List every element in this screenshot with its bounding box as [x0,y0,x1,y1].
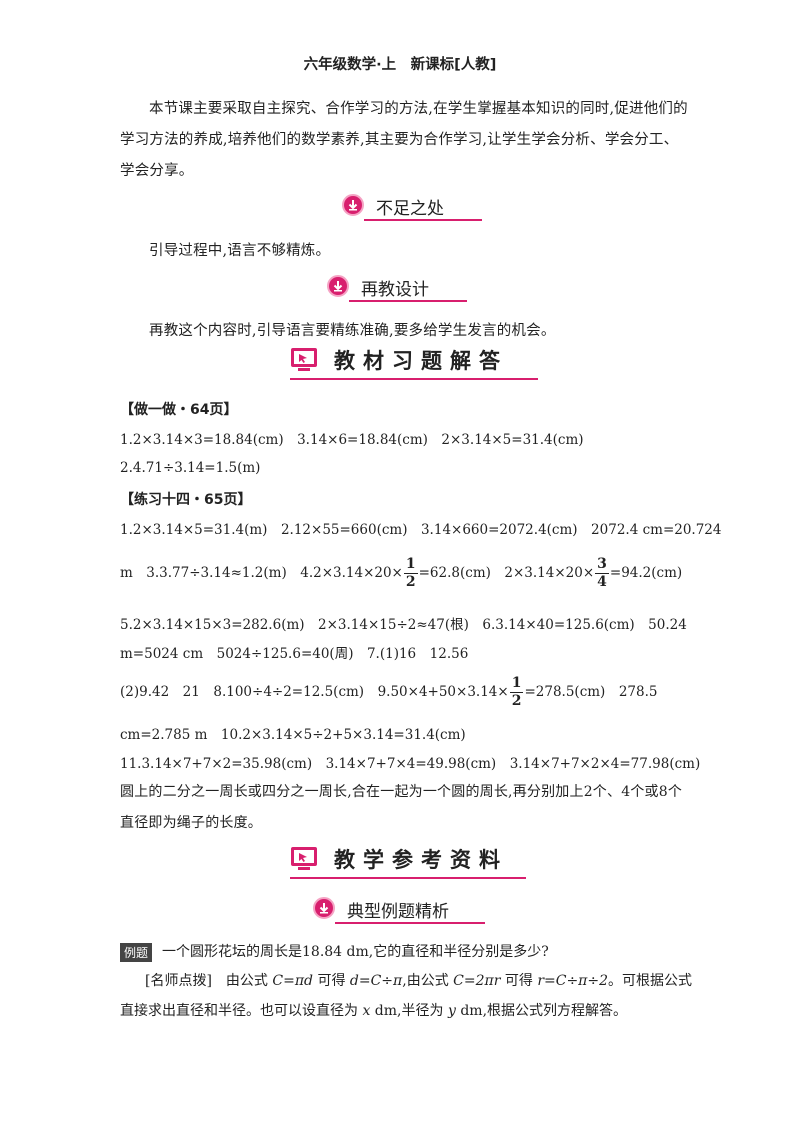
intro-paragraph: 本节课主要采取自主探究、合作学习的方法,在学生掌握基本知识的同时,促进他们的学习… [120,101,688,179]
fraction-denominator: 2 [405,574,416,590]
answer-text: m 3.3.77÷3.14≈1.2(m) 4.2×3.14×20× [120,565,403,581]
answer-line-with-fractions: (2)9.42 21 8.100÷4÷2=12.5(cm) 9.50×4+50×… [120,675,657,710]
answer-line: 5.2×3.14×15×3=282.6(m) 2×3.14×15÷2≈47(根)… [120,617,687,633]
bracket-heading: 【做一做・64页】 [120,402,238,418]
bracket-heading: 【练习十四・65页】 [120,492,252,508]
fraction-denominator: 4 [597,574,607,590]
section-answers-heading: 教材习题解答 [290,345,540,385]
answer-line: cm=2.785 m 10.2×3.14×5÷2+5×3.14=31.4(cm) [120,727,466,743]
down-arrow-icon [327,275,349,297]
section-underline [349,300,467,302]
tip-text: 可得 [313,973,350,989]
answer-text: =94.2(cm) [609,565,683,581]
formula: r=C÷π÷2 [537,973,609,989]
tip-text: 可得 [500,973,538,989]
section-underline [290,378,538,380]
answer-line: 1.2×3.14×5=31.4(m) 2.12×55=660(cm) 3.14×… [120,522,722,538]
section-shortcoming-heading: 不足之处 [342,190,492,224]
tip-text: dm,根据公式列方程解答。 [455,1003,628,1019]
down-arrow-icon [342,194,364,216]
tip-text: ,由公式 [402,973,454,989]
answer-line: m=5024 cm 5024÷125.6=40(周) 7.(1)16 12.56 [120,646,469,662]
section-reference-heading: 教学参考资料 [290,844,530,884]
tip-text: 。可根据公式 [608,973,693,989]
section-title: 教学参考资料 [334,847,508,872]
section-underline [290,877,526,879]
answer-text: =278.5(cm) 278.5 [524,684,658,700]
fraction-numerator: 3 [595,556,609,574]
tip-label: [名师点拨] [145,973,212,989]
answer-line: 11.3.14×7+7×2=35.98(cm) 3.14×7+7×4=49.98… [120,756,701,772]
example-question: 例题一个圆形花坛的周长是18.84 dm,它的直径和半径分别是多少? [120,941,549,962]
down-arrow-icon [313,897,335,919]
section-title: 不足之处 [376,199,444,219]
fraction-numerator: 1 [403,556,418,574]
formula: C=πd [272,973,313,989]
answer-text: =62.8(cm) 2×3.14×20× [418,565,595,581]
example-question-text: 一个圆形花坛的周长是18.84 dm,它的直径和半径分别是多少? [162,944,549,960]
answer-paragraph: 圆上的二分之一周长或四分之一周长,合在一起为一个圆的周长,再分别加上2个、4个或… [120,784,683,831]
monitor-icon [291,348,317,371]
variable: y [447,1003,456,1019]
tip-text: 由公式 [211,973,273,989]
section-title: 典型例题精析 [347,902,449,922]
formula: C=2πr [453,973,501,989]
shortcoming-text: 引导过程中,语言不够精炼。 [149,243,331,259]
answer-text: (2)9.42 21 8.100÷4÷2=12.5(cm) 9.50×4+50×… [120,684,509,700]
monitor-icon [291,847,317,870]
section-title: 再教设计 [361,280,429,300]
tip-text: 直接求出直径和半径。也可以设直径为 [120,1003,363,1019]
section-underline [335,922,485,924]
section-examples-heading: 典型例题精析 [313,893,493,927]
fraction-numerator: 1 [509,675,524,693]
fraction-denominator: 2 [511,693,522,709]
section-underline [364,219,482,221]
example-tag: 例题 [120,942,153,962]
section-title: 教材习题解答 [334,348,508,373]
example-tip-line: [名师点拨] 由公式 C=πd 可得 d=C÷π,由公式 C=2πr 可得 r=… [145,970,692,990]
variable: x [362,1003,371,1019]
formula: d=C÷π [349,973,403,989]
tip-text: dm,半径为 [370,1003,448,1019]
page-header: 六年级数学·上 新课标[人教] [303,57,497,73]
section-redesign-heading: 再教设计 [327,271,477,305]
answer-line: 1.2×3.14×3=18.84(cm) 3.14×6=18.84(cm) 2×… [120,432,584,448]
redesign-text: 再教这个内容时,引导语言要精练准确,要多给学生发言的机会。 [149,323,556,339]
example-tip-line: 直接求出直径和半径。也可以设直径为 x dm,半径为 y dm,根据公式列方程解… [120,1000,627,1020]
answer-line: 2.4.71÷3.14=1.5(m) [120,460,261,476]
